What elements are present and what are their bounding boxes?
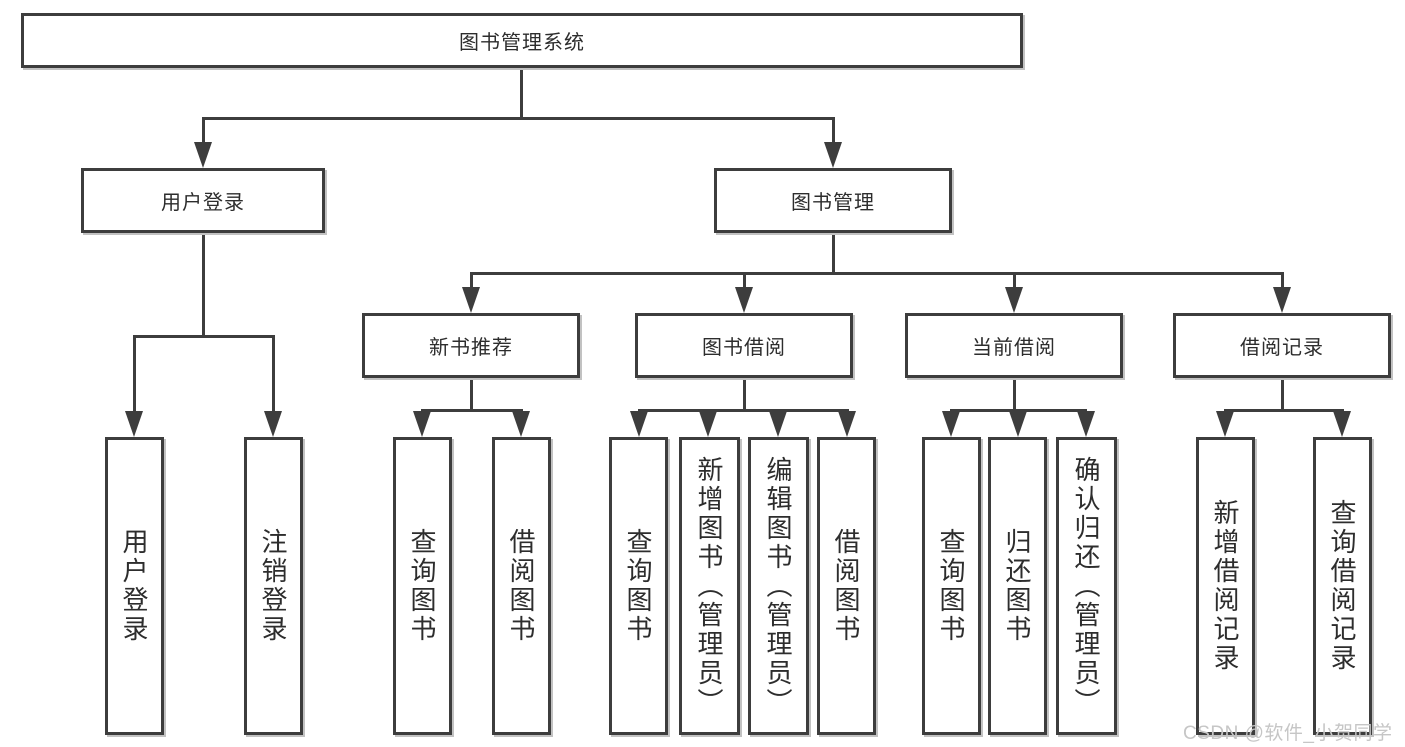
arrowhead-down-icon [942,411,960,437]
leaf-query-book-borrow: 查询图书 [609,437,668,735]
leaf-borrow-book-recommend: 借阅图书 [492,437,551,735]
connector-bookmgmt-drop [832,117,835,144]
leaf-add-book-admin: 新增图书（管理员） [679,437,740,735]
arrowhead-down-icon [512,411,530,437]
arrowhead-down-icon [194,142,212,168]
connector-userlogin-drop [202,117,205,144]
connector-current-stem [1013,378,1016,412]
arrowhead-down-icon [462,287,480,313]
node-current-borrow: 当前借阅 [905,313,1123,378]
connector-newbook-drop [470,272,473,289]
connector-borrow-drop [743,272,746,289]
leaf-query-book-recommend: 查询图书 [393,437,452,735]
leaf-logout: 注销登录 [244,437,303,735]
leaf-add-borrow-record: 新增借阅记录 [1196,437,1255,735]
node-new-book-recommend: 新书推荐 [362,313,580,378]
connector-records-stem [1281,378,1284,412]
arrowhead-down-icon [1077,411,1095,437]
connector-groupB-hline [421,409,523,412]
arrowhead-down-icon [824,142,842,168]
arrowhead-down-icon [413,411,431,437]
arrowhead-down-icon [735,287,753,313]
connector-level3-hline [470,272,1283,275]
arrowhead-down-icon [630,411,648,437]
connector-groupA-drop1 [133,335,136,413]
connector-groupE-hline [1224,409,1344,412]
connector-current-drop [1013,272,1016,289]
node-book-borrow: 图书借阅 [635,313,853,378]
connector-groupA-hline [133,335,275,338]
connector-groupC-hline [638,409,849,412]
leaf-confirm-return-admin: 确认归还（管理员） [1056,437,1117,735]
node-borrow-records: 借阅记录 [1173,313,1391,378]
leaf-borrow-book: 借阅图书 [817,437,876,735]
connector-groupD-hline [950,409,1087,412]
connector-bookmgmt-stem [832,233,835,275]
arrowhead-down-icon [1216,411,1234,437]
csdn-watermark: CSDN @软件_小贺同学 [1183,723,1393,744]
leaf-user-login: 用户登录 [105,437,164,735]
arrowhead-down-icon [769,411,787,437]
connector-userlogin-stem [202,233,205,338]
arrowhead-down-icon [699,411,717,437]
arrowhead-down-icon [1009,411,1027,437]
connector-groupA-drop2 [272,335,275,413]
connector-level2-hline [202,117,835,120]
arrowhead-down-icon [264,411,282,437]
leaf-return-book: 归还图书 [988,437,1047,735]
arrowhead-down-icon [125,411,143,437]
leaf-edit-book-admin: 编辑图书（管理员） [748,437,809,735]
node-user-login: 用户登录 [81,168,325,233]
connector-borrow-stem [743,378,746,412]
node-root: 图书管理系统 [21,13,1023,68]
arrowhead-down-icon [1333,411,1351,437]
arrowhead-down-icon [1005,287,1023,313]
connector-newbook-stem [470,378,473,412]
arrowhead-down-icon [838,411,856,437]
connector-records-drop [1281,272,1284,289]
leaf-query-book-current: 查询图书 [922,437,981,735]
connector-root-stem [520,68,523,120]
arrowhead-down-icon [1273,287,1291,313]
leaf-query-borrow-record: 查询借阅记录 [1313,437,1372,735]
node-book-management: 图书管理 [714,168,952,233]
